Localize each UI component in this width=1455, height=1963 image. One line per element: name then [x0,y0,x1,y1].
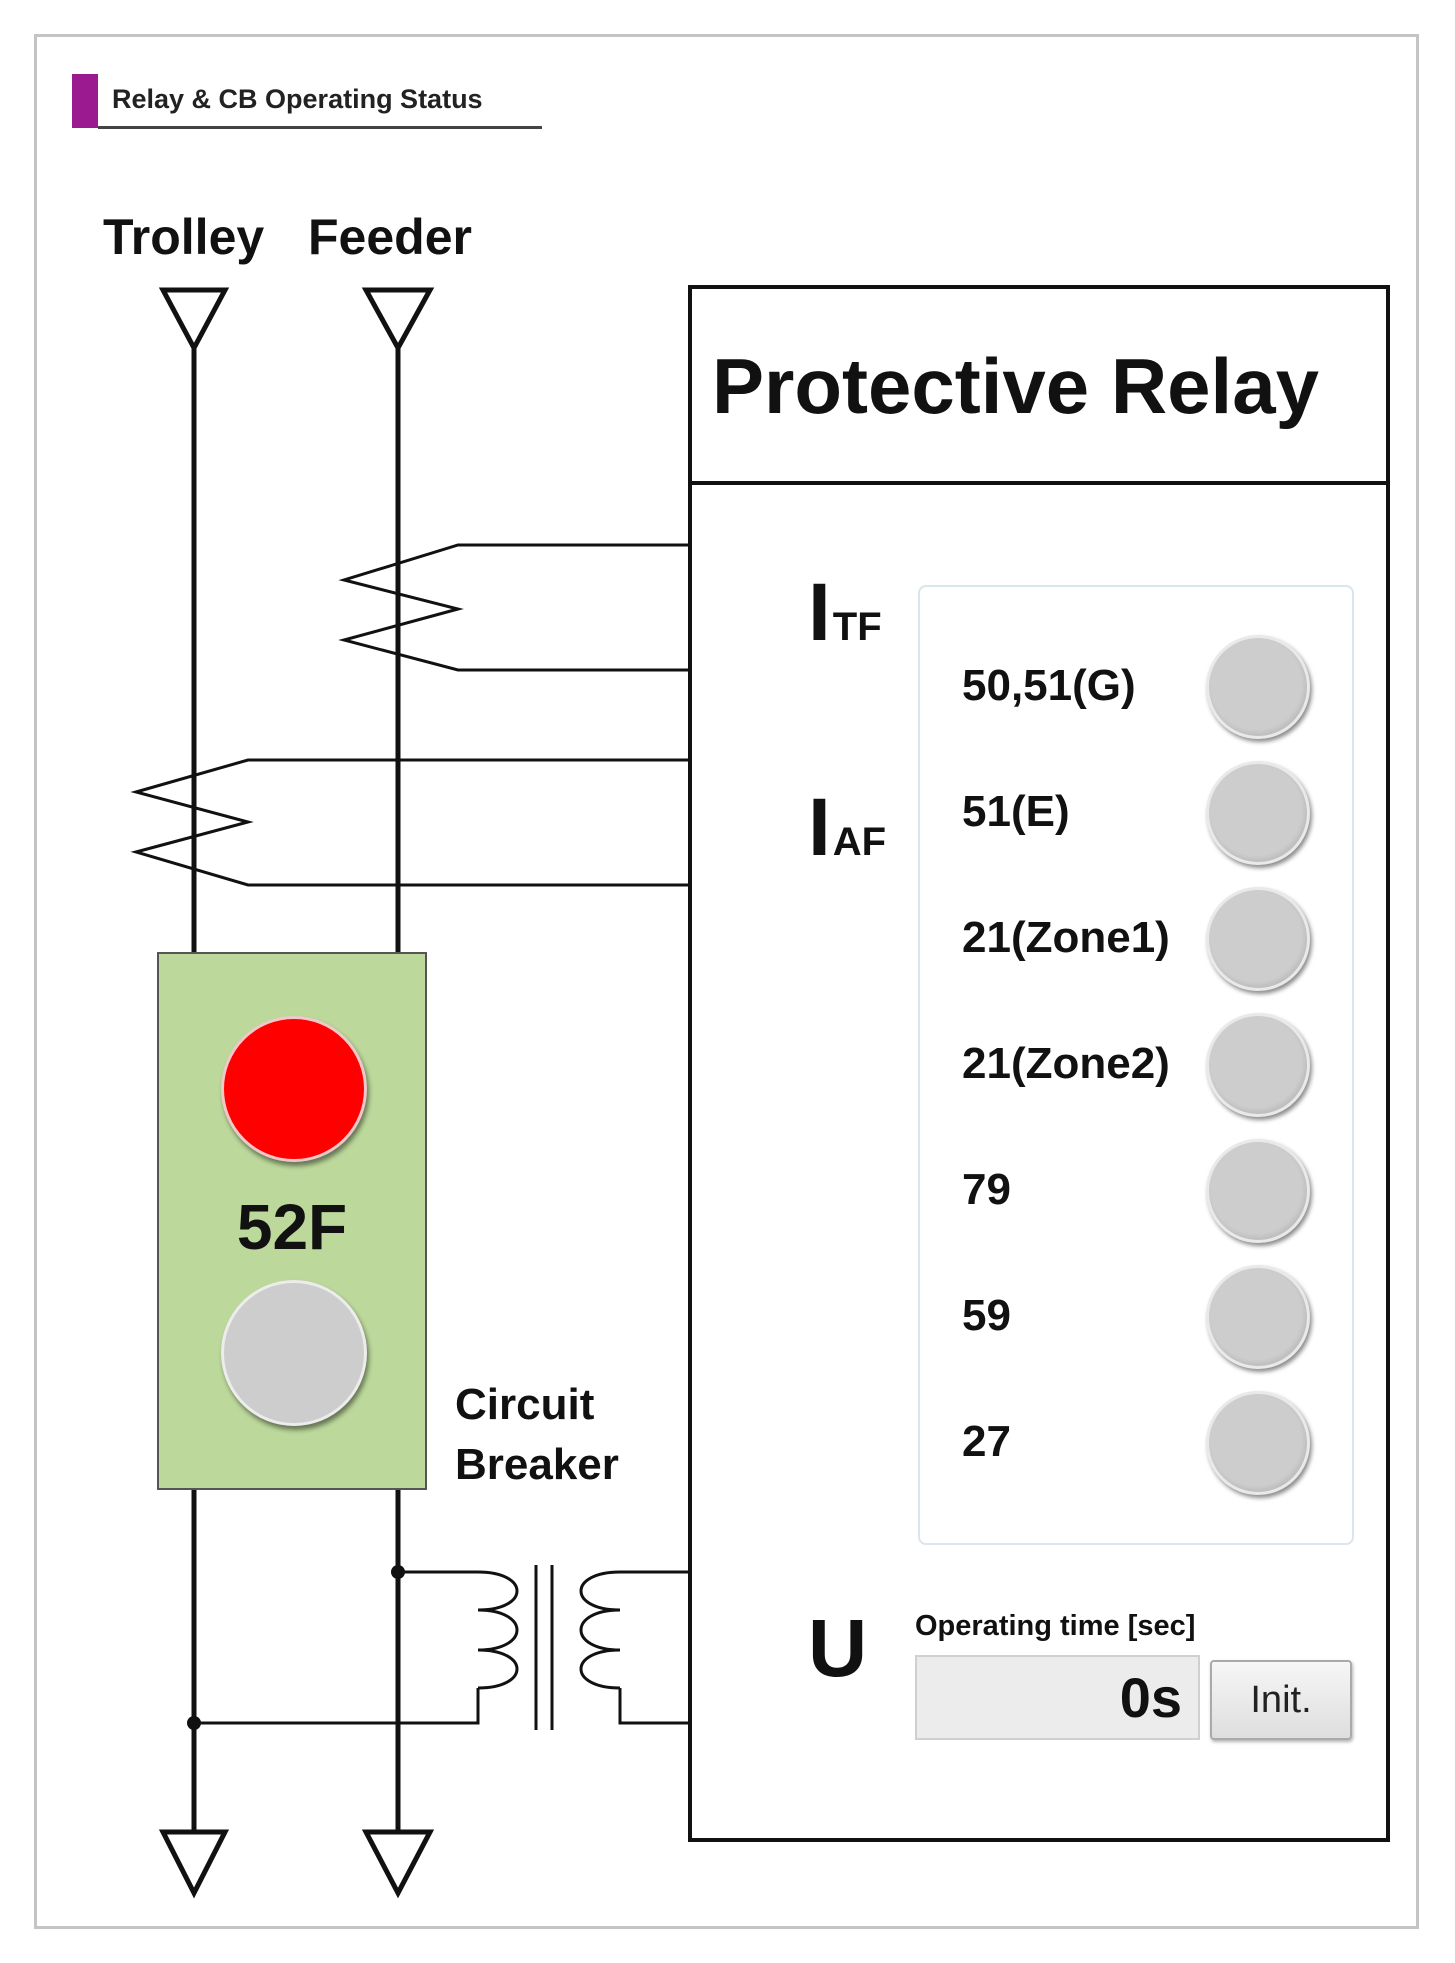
u-main: U [808,1603,868,1694]
trolley-ct-icon [130,758,710,887]
section-title: Relay & CB Operating Status [112,84,483,114]
indicator-label: 21(Zone2) [962,1039,1170,1088]
iaf-main: I [808,782,831,873]
breaker-caption-line1: Circuit [455,1380,595,1429]
indicator-lamp-icon [1206,887,1310,991]
operating-time-field: 0s [915,1655,1200,1740]
trolley-junction-dot [187,1716,201,1730]
breaker-caption-line2: Breaker [455,1440,619,1489]
feeder-top-terminal-icon [361,287,435,354]
indicator-lamp-icon [1206,1265,1310,1369]
indicator-row: 51(E) [920,757,1352,867]
indicator-lamp-icon [1206,1139,1310,1243]
indicator-label: 59 [962,1291,1011,1340]
init-button[interactable]: Init. [1210,1660,1352,1740]
breaker-name: 52F [236,1191,348,1263]
indicator-row: 21(Zone2) [920,1009,1352,1119]
section-header: Relay & CB Operating Status [72,74,542,130]
indicator-lamp-icon [1206,1013,1310,1117]
u-terminal-label: U [808,1608,867,1690]
trolley-top-terminal-icon [158,287,230,354]
operating-time-value: 0s [1119,1666,1182,1729]
indicator-lamp-icon [1206,761,1310,865]
section-accent-bar [72,74,98,128]
indicator-label: 21(Zone1) [962,913,1170,962]
trolley-bottom-terminal-icon [158,1829,230,1899]
iaf-sub: AF [832,820,887,864]
relay-title: Protective Relay [712,342,1319,430]
circuit-breaker-52f[interactable]: 52F [157,952,427,1490]
relay-indicator-panel: 50,51(G) 51(E) 21(Zone1) 21(Zone2) 79 59… [918,585,1354,1545]
indicator-lamp-icon [1206,1391,1310,1495]
breaker-closed-lamp-icon [221,1016,367,1162]
itf-sub: TF [832,605,882,649]
feeder-junction-dot [391,1565,405,1579]
feeder-ct-icon [338,543,710,672]
indicator-lamp-icon [1206,635,1310,739]
indicator-row: 50,51(G) [920,631,1352,741]
indicator-row: 59 [920,1261,1352,1371]
indicator-label: 51(E) [962,787,1070,836]
indicator-label: 50,51(G) [962,661,1136,710]
section-underline [98,126,542,129]
itf-main: I [808,567,831,658]
feeder-bottom-terminal-icon [361,1829,435,1899]
trolley-label: Trolley [103,209,265,265]
breaker-open-lamp-icon [221,1280,367,1426]
indicator-row: 21(Zone1) [920,883,1352,993]
feeder-label: Feeder [308,209,472,265]
indicator-row: 27 [920,1387,1352,1497]
indicator-label: 27 [962,1417,1011,1466]
operating-time-label: Operating time [sec] [915,1610,1196,1642]
indicator-label: 79 [962,1165,1011,1214]
breaker-caption: Circuit Breaker [455,1375,619,1495]
indicator-row: 79 [920,1135,1352,1245]
voltage-transformer-icon [194,1565,710,1730]
iaf-terminal-label: IAF [808,787,887,869]
itf-terminal-label: ITF [808,572,882,654]
relay-title-area: Protective Relay [692,289,1386,485]
